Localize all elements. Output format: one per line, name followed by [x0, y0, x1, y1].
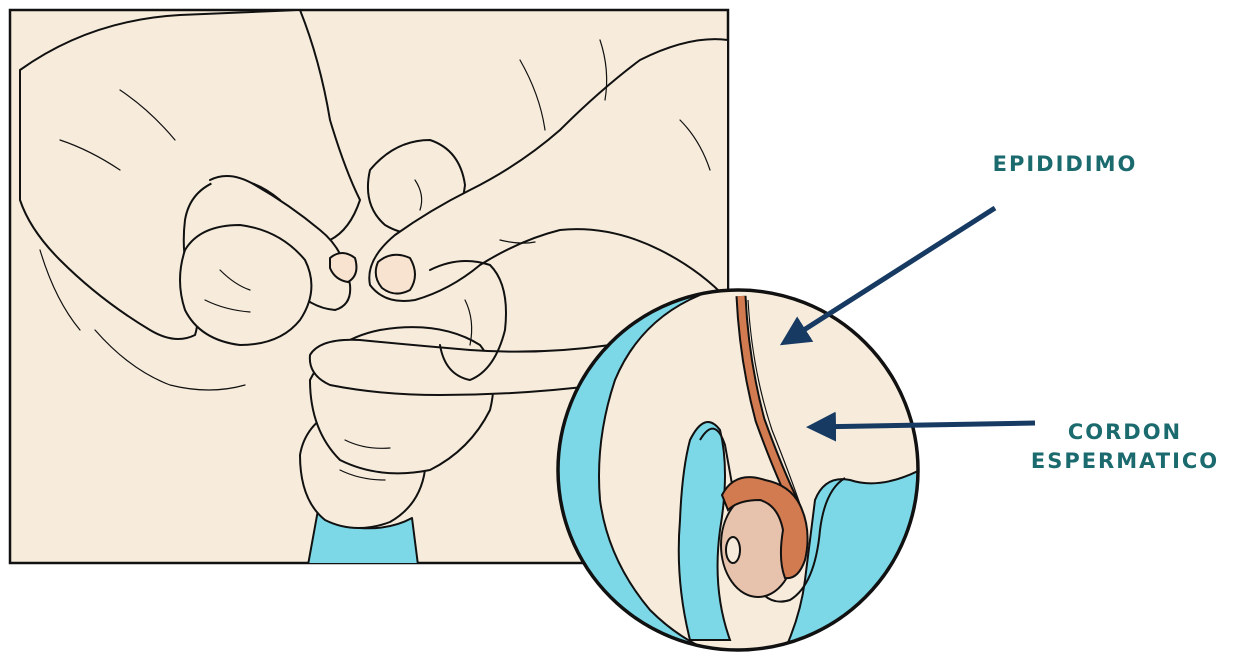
- testis-lumen: [726, 537, 740, 563]
- thumbnail: [376, 255, 415, 294]
- label-cordon-line2: ESPERMATICO: [990, 447, 1260, 476]
- label-cordon-line1: CORDON: [990, 418, 1260, 447]
- arrow-epididimo: [785, 208, 995, 342]
- label-epididimo: EPIDIDIMO: [935, 150, 1195, 179]
- label-cordon-espermatico: CORDON ESPERMATICO: [990, 418, 1260, 476]
